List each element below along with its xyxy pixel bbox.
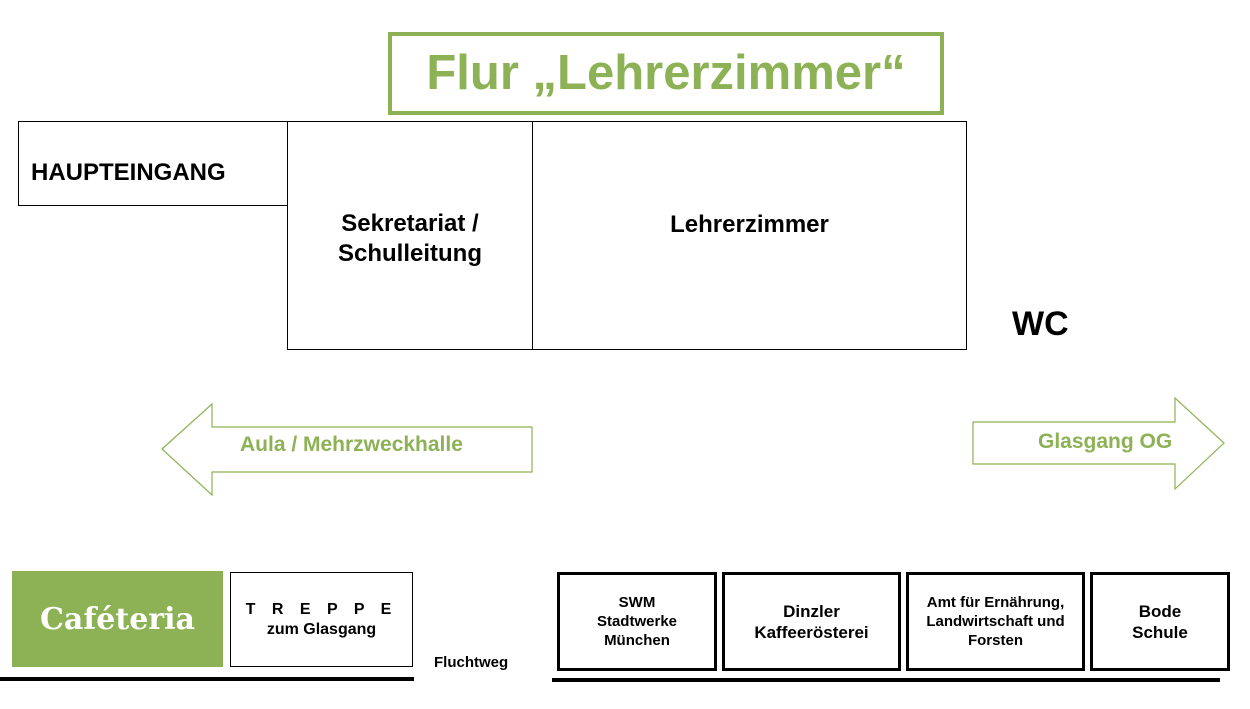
title-banner: Flur „Lehrerzimmer“ <box>388 32 944 115</box>
room-sekretariat: Sekretariat / Schulleitung <box>287 121 533 350</box>
lehrerzimmer-label: Lehrerzimmer <box>670 211 829 238</box>
room-haupteingang: HAUPTEINGANG <box>18 121 288 206</box>
left-arrow-icon <box>161 402 533 497</box>
wall-line-right <box>552 678 1220 682</box>
treppe-sublabel: zum Glasgang <box>266 620 377 638</box>
room-bode-schule: Bode Schule <box>1090 572 1230 671</box>
haupteingang-label: HAUPTEINGANG <box>31 159 226 186</box>
room-amt: Amt für Ernährung, Landwirtschaft und Fo… <box>906 572 1085 671</box>
wc-label: WC <box>1012 305 1069 343</box>
fluchtweg-label: Fluchtweg <box>434 654 509 671</box>
room-dinzler: Dinzler Kaffeerösterei <box>722 572 901 671</box>
page-title: Flur „Lehrerzimmer“ <box>426 46 906 100</box>
treppe-box: T R E P P E zum Glasgang <box>230 572 413 667</box>
dinzler-label: Dinzler Kaffeerösterei <box>754 601 869 642</box>
aula-direction-label: Aula / Mehrzweckhalle <box>240 433 463 456</box>
room-lehrerzimmer: Lehrerzimmer <box>532 121 967 350</box>
right-arrow-icon <box>972 396 1225 491</box>
bode-label: Bode Schule <box>1132 601 1188 642</box>
amt-label: Amt für Ernährung, Landwirtschaft und Fo… <box>926 594 1065 649</box>
swm-label: SWM Stadtwerke München <box>596 594 678 649</box>
wall-line-left <box>0 677 414 681</box>
treppe-label: T R E P P E <box>245 600 398 618</box>
room-swm: SWM Stadtwerke München <box>557 572 717 671</box>
cafeteria-box: Caféteria <box>12 571 223 667</box>
glasgang-direction-label: Glasgang OG <box>1038 430 1173 453</box>
cafeteria-label: Caféteria <box>40 601 195 637</box>
sekretariat-label: Sekretariat / Schulleitung <box>338 210 482 267</box>
